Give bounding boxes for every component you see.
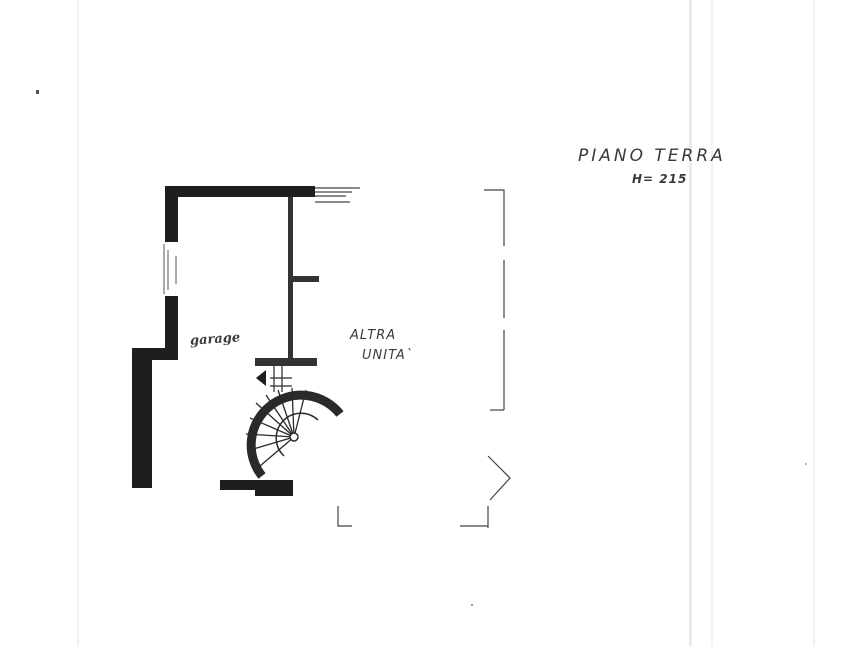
top-window: [315, 187, 360, 203]
margin-mark: [36, 90, 39, 94]
scan-speck: [805, 463, 807, 465]
room-label-other-unit-line1: ALTRA: [350, 328, 397, 343]
scan-line-right-1: [689, 0, 692, 646]
height-note: H= 215: [632, 172, 688, 186]
room-label-other-unit-line2: UNITA`: [362, 348, 414, 363]
scan-line-right-3: [813, 0, 815, 646]
scan-line-left: [77, 0, 79, 646]
stair-direction-arrow: [256, 370, 266, 386]
scan-speck: [471, 604, 473, 606]
spiral-staircase: [245, 366, 344, 479]
other-unit-outline: [337, 189, 511, 528]
outer-walls: [132, 186, 315, 496]
interior-partition: [255, 197, 319, 366]
scan-line-right-2: [711, 0, 713, 646]
left-window: [163, 244, 177, 294]
plan-title: PIANO TERRA: [578, 146, 726, 166]
